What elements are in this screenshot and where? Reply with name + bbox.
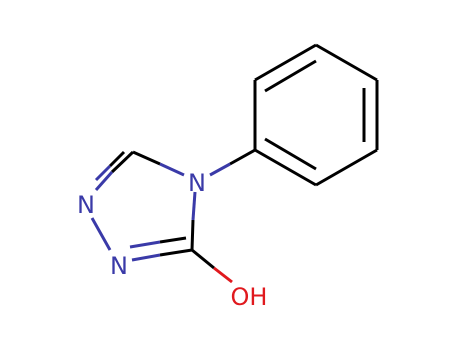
phenyl-bond <box>254 43 317 82</box>
n-phenyl-bond <box>209 148 256 177</box>
triazole-bond <box>159 162 185 177</box>
triazole-bond <box>94 171 114 191</box>
phenyl-ring <box>253 43 379 187</box>
triazole-bond <box>190 219 195 251</box>
triazole-bond <box>110 150 135 174</box>
phenyl-bond <box>315 148 378 187</box>
triazole-bond <box>131 253 161 262</box>
atom-label-n1: N <box>77 191 95 219</box>
c-oh-bond <box>213 266 233 284</box>
triazole-bond <box>191 191 197 221</box>
triazole-ring <box>90 150 233 284</box>
phenyl-bond <box>254 148 317 187</box>
phenyl-bond <box>315 43 378 82</box>
triazole-double-bond-inner <box>94 164 112 182</box>
triazole-double-bond-inner <box>108 150 126 168</box>
atom-label-n4: N <box>188 169 206 197</box>
triazole-double-bond-inner <box>129 240 161 249</box>
atom-label-n2: N <box>110 252 128 280</box>
atom-label-oh: OH <box>231 283 268 311</box>
triazole-double-bond-inner <box>159 236 187 244</box>
phenyl-double-bond-inner <box>264 137 317 171</box>
triazole-bond <box>159 248 193 257</box>
c-oh-bond <box>191 248 215 270</box>
triazole-bond <box>132 150 161 166</box>
phenyl-double-bond-inner <box>264 59 317 93</box>
triazole-bond <box>90 217 112 251</box>
